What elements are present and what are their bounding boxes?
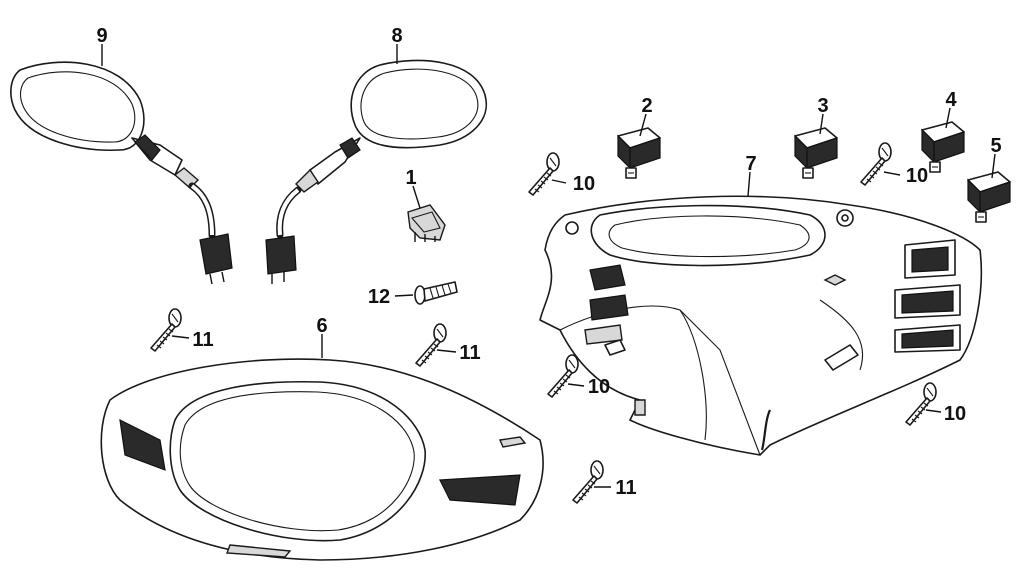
callout-10a: 10 — [573, 173, 595, 195]
callout-1: 1 — [405, 167, 416, 189]
long-screw — [414, 281, 458, 305]
callout-10b: 10 — [906, 165, 928, 187]
screw-11c — [572, 460, 604, 504]
switch-4 — [921, 121, 965, 173]
mirror-right — [265, 59, 488, 284]
callout-11b: 11 — [459, 342, 480, 364]
callout-2: 2 — [641, 95, 652, 117]
screw-10a — [528, 152, 560, 196]
callout-5: 5 — [990, 135, 1001, 157]
mirror-left — [10, 61, 233, 285]
switch-5 — [967, 171, 1011, 223]
leader-lines — [101, 44, 996, 488]
callout-7: 7 — [745, 153, 756, 175]
callout-11c: 11 — [615, 477, 636, 499]
screw-11b — [415, 323, 447, 367]
switch-2 — [617, 127, 661, 179]
switch-3 — [794, 127, 838, 179]
callout-10d: 10 — [944, 403, 966, 425]
front-cover — [100, 358, 544, 561]
callout-11a: 11 — [192, 329, 213, 351]
callout-12: 12 — [368, 286, 390, 308]
callout-6: 6 — [316, 315, 327, 337]
callout-9: 9 — [96, 25, 107, 47]
screw-10b — [860, 142, 892, 186]
callout-8: 8 — [391, 25, 402, 47]
rear-cover — [539, 195, 983, 456]
screw-10c — [547, 354, 579, 398]
screw-11a — [150, 308, 182, 352]
callout-4: 4 — [945, 89, 957, 111]
callout-10c: 10 — [588, 376, 610, 398]
clip-part — [407, 204, 446, 242]
screw-10d — [905, 382, 937, 426]
callout-3: 3 — [817, 95, 828, 117]
